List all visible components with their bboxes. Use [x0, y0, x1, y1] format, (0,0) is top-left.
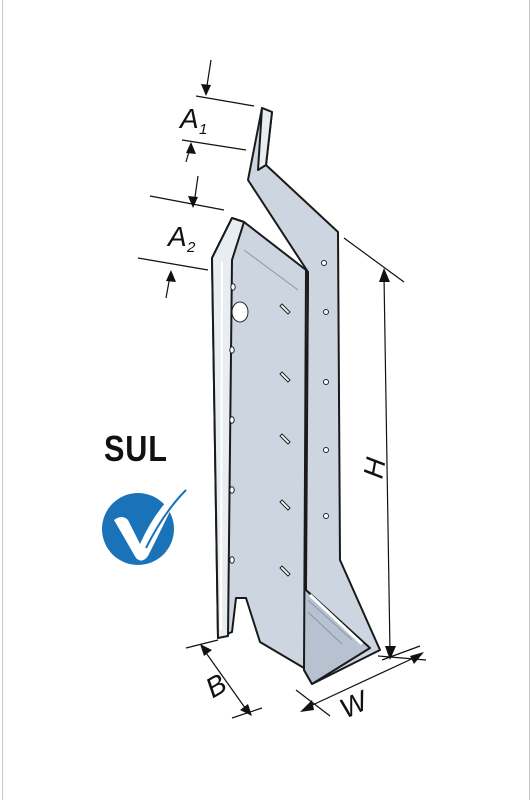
nail-hole — [229, 486, 235, 494]
seat — [303, 271, 371, 685]
dimension-a1-label: A — [178, 103, 199, 134]
nail-hole — [229, 416, 235, 424]
dimension-a2: A 2 — [137, 175, 225, 299]
dimension-w-label: W — [335, 684, 374, 724]
nail-hole — [323, 309, 329, 315]
dimension-a1: A 1 — [178, 59, 255, 163]
seat-back-wall — [303, 271, 371, 685]
front-edge-holes — [229, 283, 249, 564]
product-name: SUL — [104, 428, 168, 469]
slot — [279, 371, 291, 383]
nail-hole — [323, 379, 329, 385]
dimension-a2-subscript: 2 — [186, 239, 196, 256]
dimension-a2-label: A — [166, 221, 187, 252]
back-flange — [247, 107, 381, 685]
bolt-hole — [231, 301, 249, 323]
nail-hole — [323, 447, 329, 453]
checkmark-badge-icon — [102, 486, 187, 565]
seat-inner-crease — [308, 593, 364, 646]
slot — [279, 433, 291, 445]
slot — [279, 303, 291, 315]
dimension-b-label: B — [200, 668, 232, 704]
dimension-b: B — [185, 639, 263, 719]
slot — [279, 565, 291, 577]
nail-hole — [323, 513, 329, 519]
front-flange-shadow — [243, 249, 299, 291]
back-flange-top-lip — [257, 107, 273, 171]
seat-inner-line — [307, 599, 353, 645]
front-flange-edge — [211, 217, 245, 639]
face-slots — [279, 303, 291, 577]
slot — [279, 499, 291, 511]
left-frame-line — [2, 0, 3, 800]
nail-hole — [321, 260, 327, 266]
nail-hole — [229, 346, 235, 354]
nail-hole — [229, 556, 235, 564]
right-frame-line — [529, 0, 530, 800]
dimension-a1-subscript: 1 — [199, 121, 207, 138]
nail-hole — [230, 283, 236, 291]
front-flange-highlight — [220, 261, 223, 631]
front-flange — [211, 217, 307, 669]
back-flange-holes — [321, 260, 329, 519]
